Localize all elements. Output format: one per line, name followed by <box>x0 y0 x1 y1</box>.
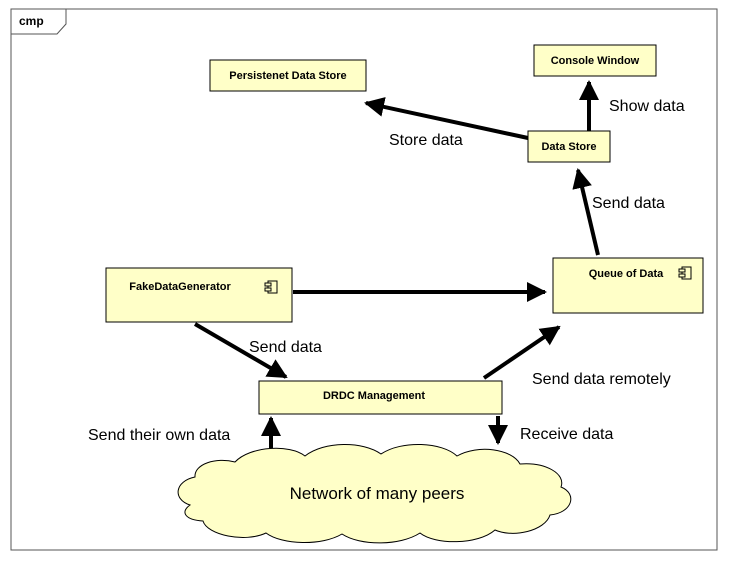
edge-label-send-data-remotely: Send data remotely <box>532 371 671 388</box>
frame-label: cmp <box>19 14 44 28</box>
edge-drdc-to-queue <box>482 325 561 380</box>
edge-queue-to-datastore <box>572 168 600 256</box>
data-store-label: Data Store <box>541 141 596 153</box>
drdc-label: DRDC Management <box>323 390 425 402</box>
component-icon <box>264 280 278 294</box>
network-label: Network of many peers <box>290 484 465 503</box>
component-icon <box>678 266 692 280</box>
component-drdc-management: DRDC Management <box>258 380 503 415</box>
edge-label-send-their-own-data: Send their own data <box>88 427 230 444</box>
fake-generator-label: FakeDataGenerator <box>129 281 231 293</box>
component-console-window: Console Window <box>533 44 657 77</box>
edge-label-show-data: Show data <box>609 98 685 115</box>
frame-tab <box>10 8 67 35</box>
queue-label: Queue of Data <box>589 268 664 280</box>
component-data-store: Data Store <box>527 130 611 163</box>
edge-label-store-data: Store data <box>389 132 463 149</box>
persistent-store-label: Persistenet Data Store <box>229 70 346 82</box>
component-persistent-data-store: Persistenet Data Store <box>209 59 367 92</box>
edge-label-send-data-to-drdc: Send data <box>249 339 322 356</box>
component-fake-data-generator: FakeDataGenerator <box>105 267 293 323</box>
edge-generator-to-drdc <box>193 322 288 379</box>
edge-datastore-to-persistent <box>364 97 529 140</box>
component-queue-of-data: Queue of Data <box>552 257 704 314</box>
network-cloud: Network of many peers <box>177 444 572 544</box>
edge-label-receive-data: Receive data <box>520 426 613 443</box>
console-window-label: Console Window <box>551 55 640 67</box>
edge-label-send-data-to-store: Send data <box>592 195 665 212</box>
